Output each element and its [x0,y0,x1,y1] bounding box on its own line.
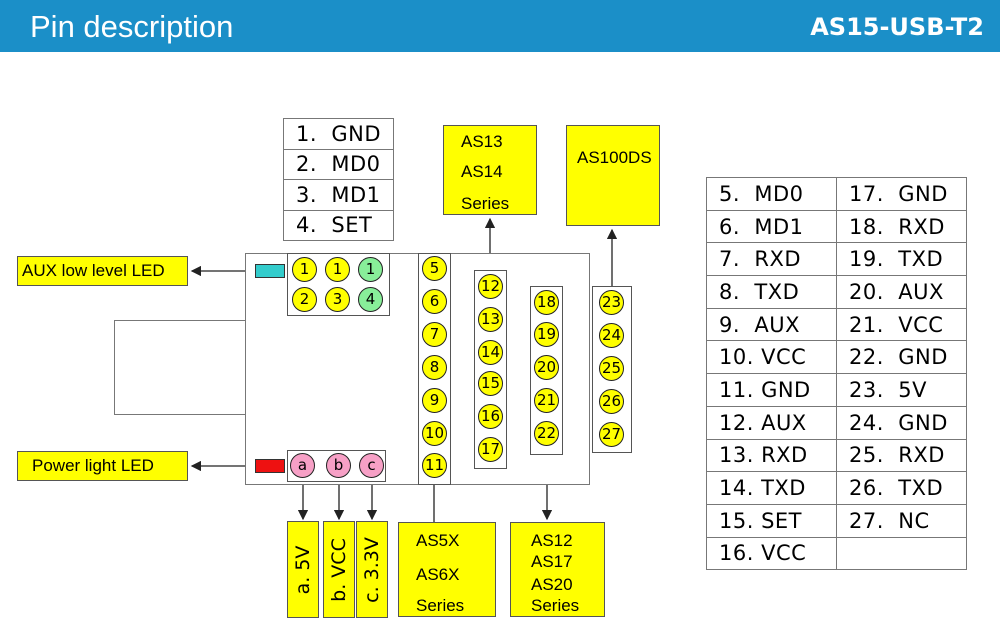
pin-row-empty [836,536,967,571]
pin-7: 7 [422,322,447,347]
power-label-5v: a. 5V [287,521,319,618]
pin-25: 25 [599,356,624,381]
as13-series-label: AS13 AS14 Series [443,125,537,215]
mode-pin-3: 3. MD1 [283,179,394,211]
pin-16: 16 [478,404,503,429]
power-3v3-text: c. 3.3V [361,536,383,603]
pin-c: c [359,453,384,478]
pin-row-8: 8. TXD [706,275,837,309]
as13-text: AS13 [461,132,503,151]
power-led-text: Power light LED [32,456,154,475]
pin-21: 21 [534,388,559,413]
pin-27: 27 [599,422,624,447]
pin-row-10: 10. VCC [706,340,837,375]
pin-row-13: 13. RXD [706,438,837,473]
power-led-icon [255,459,285,473]
as5x-series-label: AS5X AS6X Series [398,522,496,617]
as100ds-text: AS100DS [577,148,652,167]
as17-text: AS17 [531,552,573,571]
pin-row-11: 11. GND [706,373,837,407]
pin-3: 3 [325,287,350,312]
as20-text: AS20 [531,575,573,594]
pin-row-21: 21. VCC [836,307,967,342]
pin-row-9: 9. AUX [706,307,837,342]
aux-led-text: AUX low level LED [22,261,165,280]
pin-row-14: 14. TXD [706,471,837,505]
pin-column-12-17 [474,270,507,469]
pin-row-24: 24. GND [836,405,967,440]
pin-1a: 1 [292,257,317,282]
pin-17: 17 [478,437,503,462]
power-label-3v3: c. 3.3V [356,521,388,618]
pin-row-12: 12. AUX [706,405,837,440]
pin-11: 11 [422,453,447,478]
pin-1b: 1 [325,257,350,282]
page-title: Pin description [30,9,234,44]
mode-pin-1: 1. GND [283,118,394,150]
pin-22: 22 [534,421,559,446]
pin-14: 14 [478,340,503,365]
pin-row-15: 15. SET [706,503,837,538]
power-5v-text: a. 5V [292,545,314,594]
pin-4: 4 [358,287,383,312]
pin-row-20: 20. AUX [836,275,967,309]
aux-led-icon [255,264,285,278]
pin-row-17: 17. GND [836,177,967,211]
series-text: Series [461,194,510,213]
as12-series-label: AS12 AS17 AS20 Series [510,522,605,617]
pin-19: 19 [534,322,559,347]
as100ds-label: AS100DS [566,125,660,226]
pin-2: 2 [292,287,317,312]
pin-a: a [290,453,315,478]
aux-led-label: AUX low level LED [17,256,188,286]
pin-13: 13 [478,307,503,332]
pin-row-19: 19. TXD [836,242,967,277]
pin-1c: 1 [358,257,383,282]
pin-row-16: 16. VCC [706,536,837,571]
pin-12: 12 [478,274,503,299]
as5-series-text: Series [416,596,465,615]
as14-text: AS14 [461,162,503,181]
pin-9: 9 [422,388,447,413]
as6x-text: AS6X [416,565,460,584]
pin-24: 24 [599,323,624,348]
pin-5: 5 [422,256,447,281]
pin-row-22: 22. GND [836,340,967,375]
pin-row-27: 27. NC [836,503,967,538]
pin-26: 26 [599,389,624,414]
pin-15: 15 [478,371,503,396]
pin-18: 18 [534,290,559,315]
pin-10: 10 [422,421,447,446]
pin-23: 23 [599,290,624,315]
as5x-text: AS5X [416,531,460,550]
mode-pin-2: 2. MD0 [283,148,394,180]
pin-row-25: 25. RXD [836,438,967,473]
pin-row-5: 5. MD0 [706,177,837,211]
pin-row-26: 26. TXD [836,471,967,505]
as12-text: AS12 [531,531,573,550]
pin-b: b [326,453,351,478]
power-vcc-text: b. VCC [328,537,350,602]
header-bar: Pin description AS15-USB-T2 [0,0,1000,52]
pin-row-6: 6. MD1 [706,209,837,244]
pin-row-7: 7. RXD [706,242,837,277]
pin-20: 20 [534,355,559,380]
pin-row-18: 18. RXD [836,209,967,244]
mode-pin-4: 4. SET [283,209,394,241]
mode-pin-table: 1. GND 2. MD0 3. MD1 4. SET [283,118,394,241]
pin-8: 8 [422,355,447,380]
model-name: AS15-USB-T2 [810,13,984,41]
pin-row-23: 23. 5V [836,373,967,407]
power-led-label: Power light LED [17,451,188,481]
as12-series-text: Series [531,596,580,615]
pin-6: 6 [422,289,447,314]
power-label-vcc: b. VCC [323,521,355,618]
